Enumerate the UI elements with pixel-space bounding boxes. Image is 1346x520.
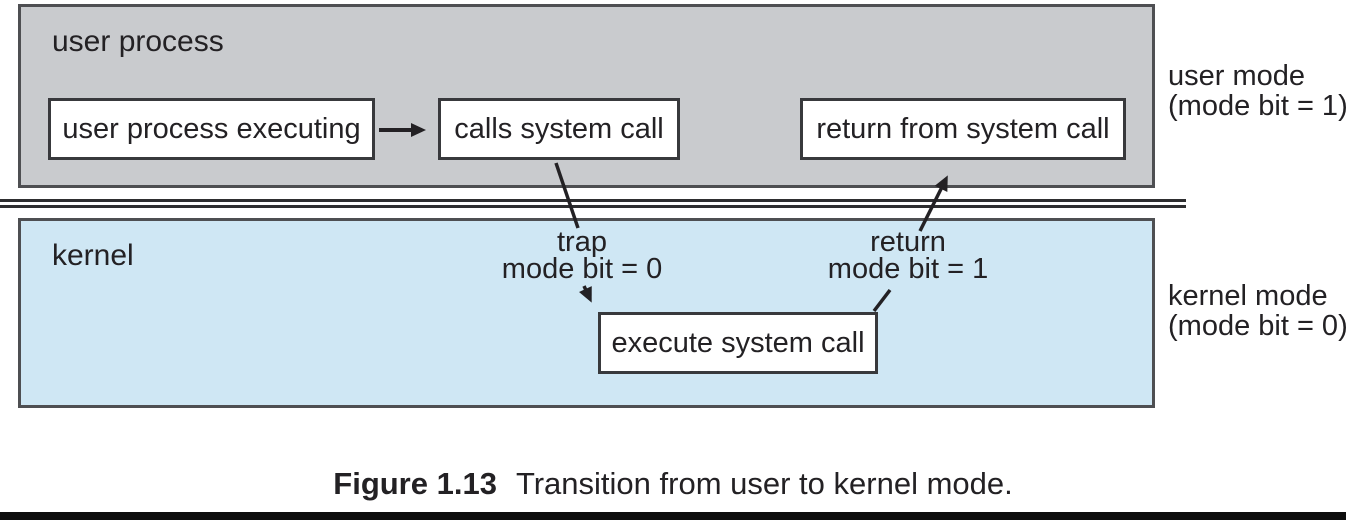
return-annotation: return mode bit = 1: [827, 226, 989, 285]
node-calls-system-call-label: calls system call: [454, 112, 664, 145]
figure-caption-number: Figure 1.13: [333, 466, 497, 501]
return-annotation-line2: mode bit = 1: [827, 253, 989, 285]
trap-annotation-line1: trap: [557, 226, 607, 258]
mode-boundary-line-top: [0, 199, 1186, 202]
node-execute-system-call: execute system call: [598, 312, 878, 374]
trap-annotation-line2: mode bit = 0: [501, 253, 663, 285]
user-mode-label-line2: (mode bit = 1): [1168, 90, 1346, 122]
figure-caption: Figure 1.13 Transition from user to kern…: [0, 466, 1346, 502]
kernel-region: kernel: [18, 218, 1155, 408]
mode-boundary-line-bottom: [0, 205, 1186, 208]
return-annotation-line1: return: [870, 226, 946, 258]
node-execute-system-call-label: execute system call: [611, 326, 865, 359]
page-bottom-rule: [0, 512, 1346, 520]
user-mode-label-line1: user mode: [1168, 60, 1306, 92]
user-process-region-label: user process: [52, 25, 224, 58]
kernel-mode-label-line2: (mode bit = 0): [1168, 310, 1346, 342]
node-return-from-system-call: return from system call: [800, 98, 1126, 160]
figure-caption-text: Transition from user to kernel mode.: [515, 466, 1013, 501]
kernel-region-label: kernel: [52, 239, 134, 272]
node-user-process-executing: user process executing: [48, 98, 375, 160]
user-mode-label: user mode (mode bit = 1): [1168, 61, 1346, 121]
trap-annotation: trap mode bit = 0: [501, 226, 663, 285]
kernel-mode-label-line1: kernel mode: [1168, 280, 1328, 312]
kernel-mode-label: kernel mode (mode bit = 0): [1168, 281, 1346, 341]
user-process-region: user process: [18, 4, 1155, 188]
node-user-process-executing-label: user process executing: [62, 112, 361, 145]
node-calls-system-call: calls system call: [438, 98, 680, 160]
node-return-from-system-call-label: return from system call: [816, 112, 1110, 145]
